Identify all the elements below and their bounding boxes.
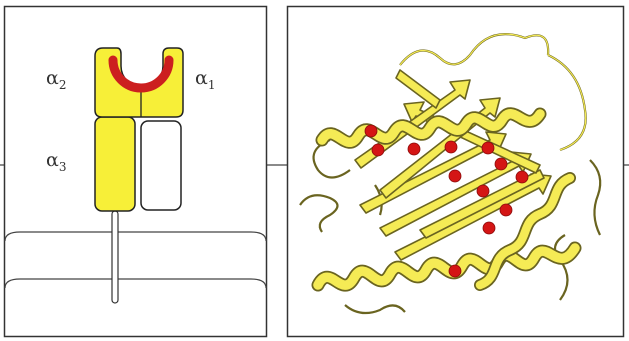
residue-dot (482, 221, 496, 235)
residue-dot (481, 141, 495, 155)
loop-regions-highlight (399, 33, 587, 151)
residue-dot (448, 264, 462, 278)
right-helix-fill (475, 173, 575, 290)
membrane-outer-layer (4, 231, 267, 242)
alpha2-label: α2 (46, 67, 66, 92)
residue-dot (499, 203, 513, 217)
transmembrane-stalk (111, 210, 119, 304)
schematic-panel: α2 α1 α3 (3, 5, 268, 338)
residue-dot (448, 169, 462, 183)
alpha3-domain (94, 116, 136, 212)
peptide-binding-groove (108, 55, 174, 93)
beta-strand (359, 131, 507, 214)
upper-helix-fill (317, 109, 545, 147)
beta-strand (419, 169, 545, 239)
alpha3-label: α3 (46, 149, 66, 174)
alpha1-label: α1 (195, 67, 215, 92)
residue-dot (476, 184, 490, 198)
residue-dot (515, 170, 529, 184)
beta2-microglobulin-domain (140, 120, 182, 211)
residue-dot (444, 140, 458, 154)
residue-dot (494, 157, 508, 171)
residue-dot (371, 143, 385, 157)
beta-strand (395, 69, 441, 109)
structure-panel (286, 5, 625, 338)
membrane-inner-layer (4, 278, 267, 289)
residue-dot (364, 124, 378, 138)
residue-dot (407, 142, 421, 156)
lower-helix-fill (313, 243, 580, 290)
residue-markers (364, 124, 529, 278)
